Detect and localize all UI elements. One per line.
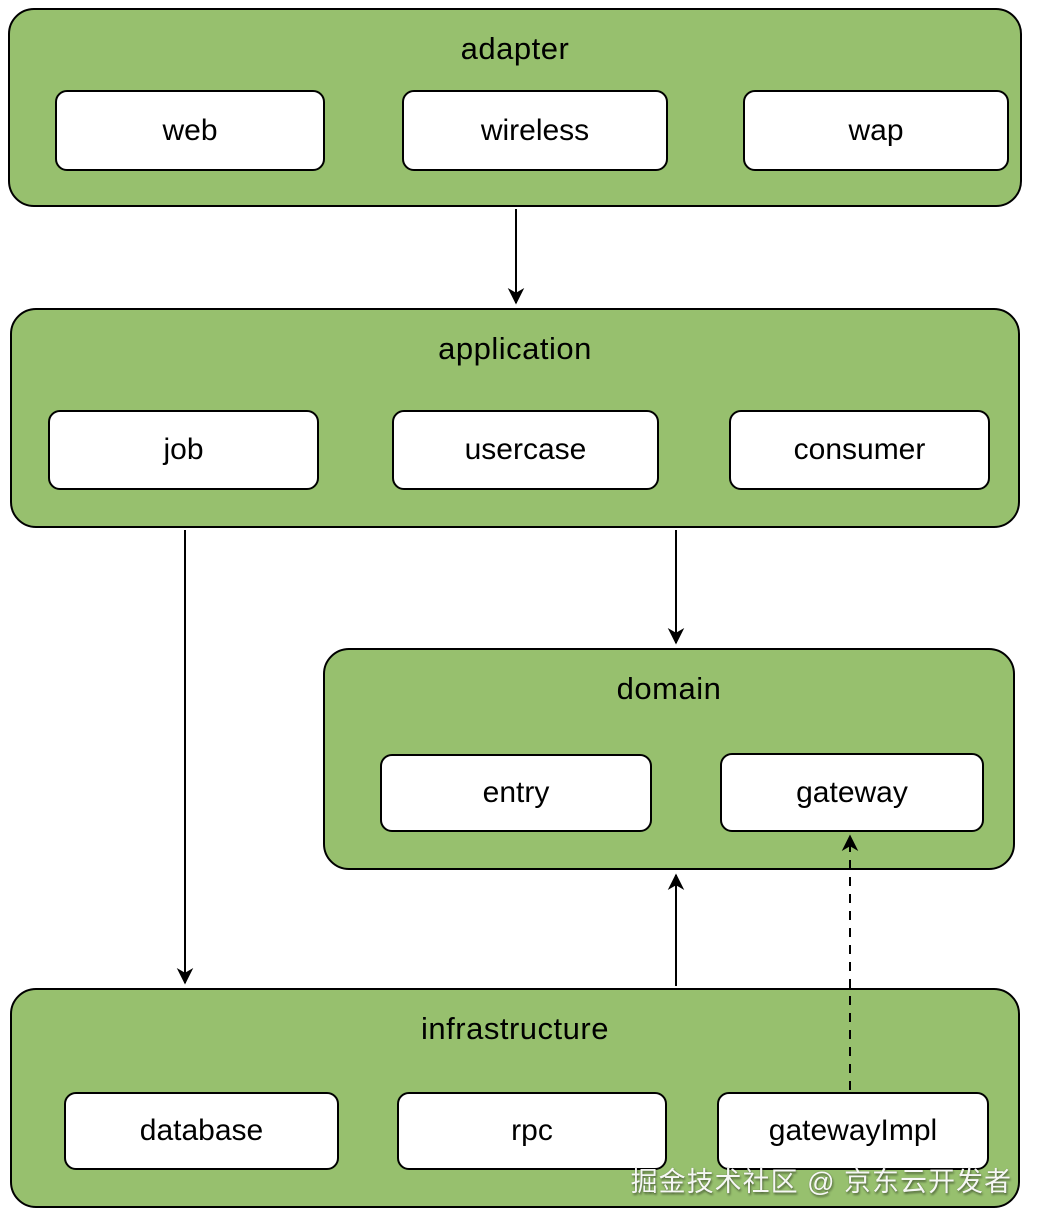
component-gatewayimpl: gatewayImpl [717, 1092, 989, 1170]
component-rpc: rpc [397, 1092, 667, 1170]
component-wireless: wireless [402, 90, 668, 171]
component-job: job [48, 410, 319, 490]
layer-adapter: adapter web wireless wap [8, 8, 1022, 207]
component-database: database [64, 1092, 339, 1170]
component-usercase: usercase [392, 410, 659, 490]
layer-title-adapter: adapter [460, 31, 570, 66]
component-entry: entry [380, 754, 652, 832]
component-web: web [55, 90, 325, 171]
layer-title-domain: domain [616, 671, 722, 706]
component-gateway: gateway [720, 753, 984, 832]
layer-title-application: application [438, 331, 592, 366]
component-consumer: consumer [729, 410, 990, 490]
layer-infrastructure: infrastructure database rpc gatewayImpl [10, 988, 1020, 1208]
layer-application: application job usercase consumer [10, 308, 1020, 528]
component-wap: wap [743, 90, 1009, 171]
layer-title-infrastructure: infrastructure [421, 1011, 609, 1046]
layer-domain: domain entry gateway [323, 648, 1015, 870]
watermark-text: 掘金技术社区 @ 京东云开发者 [630, 1167, 1012, 1197]
